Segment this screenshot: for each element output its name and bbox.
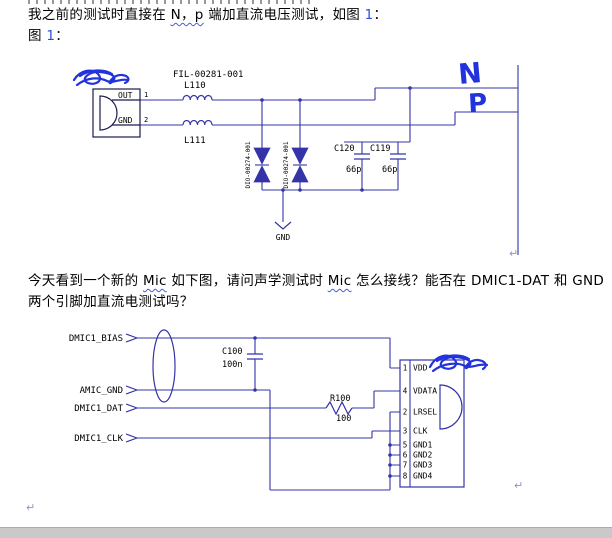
figure1-wires (140, 65, 519, 255)
esd-diode-1-part: DIO-00274-001 (245, 141, 252, 188)
scribble-annotation (428, 354, 489, 373)
figure-caption-number: 1 (46, 28, 56, 44)
mic-chip-pin-numbers: 1 4 2 3 5 6 7 8 (403, 364, 408, 481)
p2-mic2-spellcheck: Mic (327, 273, 352, 289)
port-dmic1-clk: DMIC1_CLK (74, 434, 123, 444)
figure-caption-label: 图 (28, 28, 47, 44)
clipped-text-remnant (28, 0, 313, 4)
svg-text:8: 8 (403, 472, 408, 481)
paragraph-1-line-2: 图 1： (28, 26, 387, 47)
p2-text-run: 今天看到一个新的 (28, 273, 143, 289)
svg-text:3: 3 (403, 427, 408, 436)
svg-text:VDATA: VDATA (413, 387, 437, 396)
svg-text:GND2: GND2 (413, 451, 432, 460)
p1-text-run: 我之前的测试时直接在 (28, 7, 171, 23)
paragraph-1-line-1: 我之前的测试时直接在 N，p 端加直流电压测试，如图 1： (28, 5, 387, 26)
mic-jack-symbol (92, 88, 141, 138)
figure1-schematic: OUT GND 1 2 FIL-00281-001 L110 L111 DIO-… (72, 56, 519, 255)
port-arrow-icons (125, 333, 139, 443)
paragraph-mark-figure2: ↵ (514, 479, 524, 492)
svg-text:LRSEL: LRSEL (413, 408, 437, 417)
mic-chip-pin-names: VDD VDATA LRSEL CLK GND1 GND2 GND3 GND4 (413, 364, 437, 481)
svg-text:5: 5 (403, 441, 408, 450)
p1-text-run3: ： (373, 7, 388, 23)
cap-C120-symbol (354, 153, 370, 160)
p2-mic1-spellcheck: Mic (143, 273, 167, 289)
mic-chip-body (399, 359, 465, 488)
mic-jack-pin-leads (112, 99, 140, 126)
esd-diode-2-part: DIO-00274-001 (283, 141, 290, 188)
p2-text-run3: 怎么接线？能否在 DMIC1-DAT 和 GND (351, 273, 605, 289)
paragraph-2-line-1: 今天看到一个新的 Mic 如下图，请问声学测试时 Mic 怎么接线？能否在 DM… (28, 271, 604, 292)
svg-text:1: 1 (403, 364, 408, 373)
gnd-symbol (274, 221, 292, 230)
handwritten-N: N (457, 56, 483, 91)
paragraph-1: 我之前的测试时直接在 N，p 端加直流电压测试，如图 1： 图 1： (28, 5, 387, 47)
inductor-L110-symbol (182, 94, 213, 101)
label-C119: C119 (370, 144, 390, 154)
jack-pin-gnd-label: GND (118, 116, 133, 125)
value-C100: 100n (222, 360, 242, 370)
svg-text:GND1: GND1 (413, 441, 432, 450)
jack-pin-out-label: OUT (118, 91, 133, 100)
value-C119: 66p (382, 165, 397, 175)
svg-text:GND4: GND4 (413, 472, 432, 481)
value-R100: 100 (336, 414, 351, 424)
figure-caption-colon: ： (55, 28, 70, 44)
res-R100-symbol (325, 400, 353, 416)
label-C100: C100 (222, 347, 242, 357)
figure2-wires (137, 337, 400, 491)
figure-ref-number: 1 (364, 7, 374, 23)
label-L110: L110 (184, 81, 206, 91)
figure2-schematic: DMIC1_BIAS AMIC_GND DMIC1_DAT DMIC1_CLK … (69, 329, 489, 491)
p2-text-run4: 两个引脚加直流电测试吗？ (28, 294, 194, 310)
mic-jack-capsule-icon (99, 95, 118, 131)
svg-text:VDD: VDD (413, 364, 428, 373)
filter-part-number: FIL-00281-001 (173, 70, 243, 80)
label-C120: C120 (334, 144, 354, 154)
cap-C119-symbol (390, 153, 406, 160)
jack-pin-number-2: 2 (144, 116, 148, 124)
inductor-L111-symbol (182, 119, 213, 126)
svg-text:6: 6 (403, 451, 408, 460)
port-amic-gnd: AMIC_GND (80, 386, 123, 396)
paragraph-2: 今天看到一个新的 Mic 如下图，请问声学测试时 Mic 怎么接线？能否在 DM… (28, 271, 604, 313)
cap-C100-symbol (247, 353, 263, 360)
esd-diode-2-symbol (291, 147, 309, 183)
port-dmic1-bias: DMIC1_BIAS (69, 334, 123, 344)
gnd-label: GND (276, 233, 291, 242)
junction-dots (253, 336, 392, 478)
label-R100: R100 (330, 394, 350, 404)
connector-capsule-symbol (152, 329, 176, 403)
esd-diode-1-symbol (253, 147, 271, 183)
label-L111: L111 (184, 136, 206, 146)
svg-text:GND3: GND3 (413, 461, 432, 470)
svg-text:CLK: CLK (413, 427, 428, 436)
svg-text:4: 4 (403, 387, 408, 396)
p1-text-run2: 端加直流电压测试，如图 (203, 7, 365, 23)
window-bottom-edge (0, 527, 612, 538)
paragraph-mark-bottom: ↵ (26, 501, 36, 514)
port-dmic1-dat: DMIC1_DAT (74, 404, 123, 414)
svg-text:7: 7 (403, 461, 408, 470)
paragraph-mark-figure1: ↵ (509, 247, 519, 260)
junction-dots (260, 86, 412, 192)
value-C120: 66p (346, 165, 361, 175)
paragraph-2-line-2: 两个引脚加直流电测试吗？ (28, 292, 604, 313)
p2-text-run2: 如下图，请问声学测试时 (166, 273, 328, 289)
p1-np-spellcheck: N，p (170, 7, 204, 23)
handwritten-P: P (467, 89, 488, 120)
scribble-annotation (72, 69, 130, 87)
jack-pin-number-1: 1 (144, 91, 148, 99)
mic-chip-capsule-icon (439, 384, 463, 430)
svg-text:2: 2 (403, 408, 408, 417)
